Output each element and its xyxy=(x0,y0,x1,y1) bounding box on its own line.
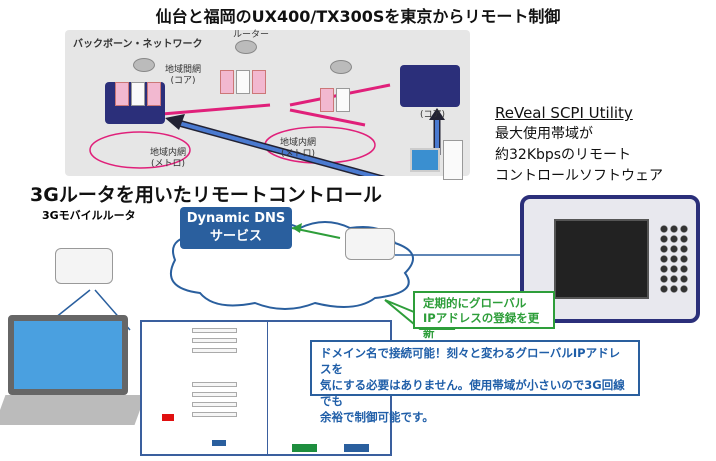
switch-icon xyxy=(131,82,145,106)
router-icon xyxy=(235,40,257,54)
note-line: 定期的にグローバル xyxy=(423,296,527,310)
mobile-router-icon xyxy=(345,228,395,260)
switch-icon xyxy=(336,88,350,112)
dns-title: Dynamic DNS xyxy=(186,211,286,226)
switch-icon xyxy=(220,70,234,94)
router-icon xyxy=(133,58,155,72)
callout-line: ドメイン名で接続可能！刻々と変わるグローバルIPアドレスを xyxy=(320,346,621,376)
metro-label: 地域内網 (メトロ) xyxy=(280,138,317,159)
start-button xyxy=(292,444,317,452)
tester-device-icon xyxy=(400,65,460,107)
callout-line: 余裕で制御可能です。 xyxy=(320,410,434,424)
switch-icon xyxy=(320,88,334,112)
section-title: 3Gルータを用いたリモートコントロール xyxy=(30,184,382,206)
laser-button xyxy=(162,414,174,421)
reveal-description: ReVeal SCPI Utility 最大使用帯域が 約32Kbpsのリモート… xyxy=(495,103,663,187)
switch-icon xyxy=(252,70,266,94)
keypad-icon xyxy=(659,224,689,294)
backbone-network-panel: バックボーン・ネットワーク ルーター 地域間網 (コア) (コア) 地域内網 (… xyxy=(65,30,470,180)
callout-line: 気にする必要はありません。使用帯域が小さいので3G回線でも xyxy=(320,378,625,408)
global-ip-update-note: 定期的にグローバル IPアドレスの登録を更新 xyxy=(413,291,555,340)
note-line: IPアドレスの登録を更新 xyxy=(423,311,540,340)
laptop-screen-icon xyxy=(8,315,128,395)
metro-label: 地域内網 (メトロ) xyxy=(150,148,187,169)
device-screen xyxy=(554,219,649,299)
benefit-callout: ドメイン名で接続可能！刻々と変わるグローバルIPアドレスを 気にする必要はありま… xyxy=(310,340,640,424)
network-links xyxy=(89,83,445,176)
pc-icon xyxy=(410,148,440,172)
dns-subtitle: サービス xyxy=(209,229,262,244)
reveal-title: ReVeal SCPI Utility xyxy=(495,104,633,122)
page-title: 仙台と福岡のUX400/TX300Sを東京からリモート制御 xyxy=(155,7,561,26)
mobile-router-label: 3Gモバイルルータ xyxy=(42,209,136,222)
backbone-label: バックボーン・ネットワーク xyxy=(73,39,203,50)
router-icon xyxy=(330,60,352,74)
reveal-line: コントロールソフトウェア xyxy=(495,168,663,184)
reveal-line: 最大使用帯域が xyxy=(495,126,593,142)
mobile-router-icon xyxy=(55,248,113,284)
core-label-right: (コア) xyxy=(420,110,446,120)
dynamic-dns-service: Dynamic DNS サービス xyxy=(180,207,292,249)
reveal-line: 約32Kbpsのリモート xyxy=(495,147,632,163)
router-label: ルーター xyxy=(233,30,270,40)
core-label: 地域間網 (コア) xyxy=(165,65,202,86)
switch-icon xyxy=(147,82,161,106)
laptop-keyboard-icon xyxy=(0,395,146,425)
switch-icon xyxy=(115,82,129,106)
pc-tower-icon xyxy=(443,140,463,180)
switch-icon xyxy=(236,70,250,94)
